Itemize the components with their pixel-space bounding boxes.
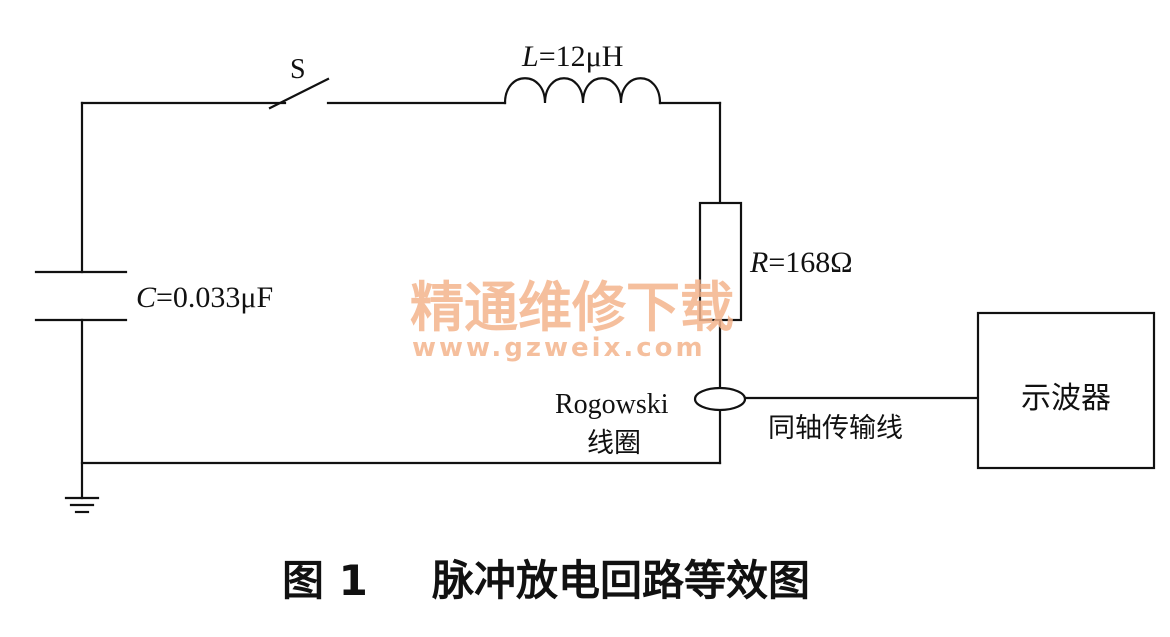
switch-label: S	[290, 54, 306, 85]
switch-blade	[268, 77, 330, 110]
watermark-title: 精通维修下载	[410, 276, 734, 339]
resistor-label: R=168Ω	[749, 246, 853, 279]
switch-s: S	[268, 54, 330, 110]
capacitor-value: =0.033μF	[156, 281, 273, 314]
inductor-symbol: L	[521, 40, 539, 73]
oscilloscope-box	[976, 311, 1156, 470]
figure-caption: 图 1 脉冲放电回路等效图	[282, 556, 810, 605]
inductor-value: =12μH	[539, 40, 624, 73]
ground-icon	[64, 496, 100, 514]
coaxial-cable-label: 同轴传输线	[768, 413, 903, 444]
inductor-coil	[503, 77, 662, 105]
capacitor-symbol: C	[136, 281, 157, 314]
capacitor-c: C=0.033μF	[34, 270, 273, 322]
figure-number: 图 1	[282, 556, 368, 605]
resistor-value: =168Ω	[768, 246, 852, 279]
inductor-label: L=12μH	[521, 40, 623, 73]
capacitor-label: C=0.033μF	[136, 281, 273, 314]
wires	[80, 101, 980, 500]
watermark: 精通维修下载 www.gzweix.com	[410, 276, 734, 363]
oscilloscope: 示波器	[976, 311, 1156, 470]
figure-title: 脉冲放电回路等效图	[432, 556, 810, 605]
oscilloscope-label: 示波器	[1021, 381, 1111, 416]
rogowski-label-line2: 线圈	[587, 428, 641, 459]
rogowski-coil-icon	[693, 386, 747, 412]
watermark-url: www.gzweix.com	[412, 333, 706, 363]
rogowski-coil: Rogowski 线圈	[555, 386, 747, 459]
inductor-l: L=12μH	[503, 40, 662, 105]
rogowski-label-line1: Rogowski	[555, 389, 669, 420]
resistor-symbol: R	[749, 246, 768, 279]
resistor-body	[698, 201, 743, 322]
resistor-r: R=168Ω	[698, 201, 853, 322]
